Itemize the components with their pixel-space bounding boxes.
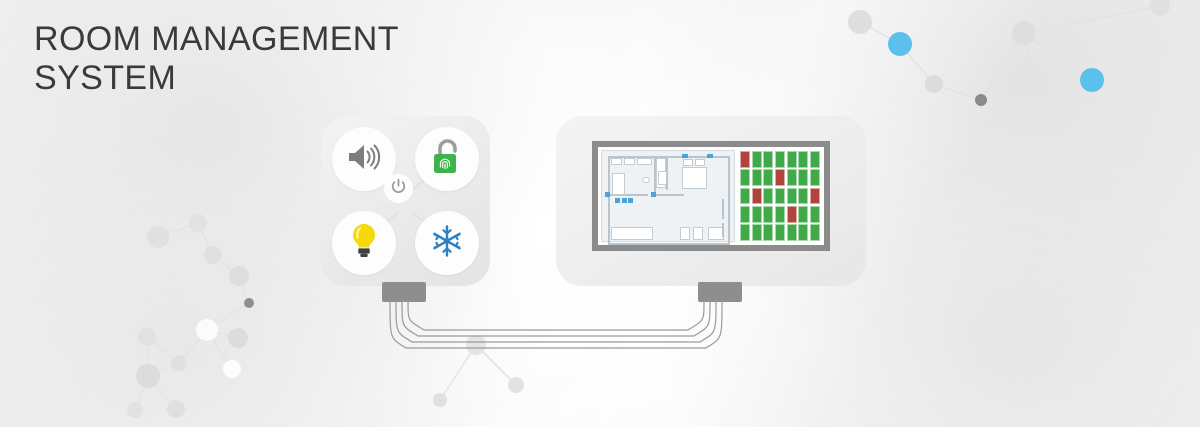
room-tile[interactable] [774,224,786,241]
monitor-bezel [592,141,830,251]
floor-plan[interactable] [601,150,735,245]
room-tile[interactable] [798,224,809,241]
room-tile[interactable] [763,205,774,223]
room-tile[interactable] [798,169,809,187]
control-button-climate[interactable] [415,211,479,275]
molecule-edge [1023,5,1161,34]
room-tile[interactable] [740,169,751,187]
room-tile[interactable] [786,205,797,223]
room-tile[interactable] [798,205,809,223]
molecule-node [975,94,987,106]
molecule-node [229,266,249,286]
control-button-lighting[interactable] [332,211,396,275]
molecule-node [433,393,447,407]
molecule-node [1012,21,1036,45]
room-tile[interactable] [740,187,751,205]
window-marker [615,198,620,203]
molecule-edge [1023,32,1093,81]
room-tile[interactable] [774,169,786,187]
window-marker [622,198,627,203]
molecule-node [167,400,185,418]
room-tile[interactable] [786,187,797,205]
molecule-node [171,355,187,371]
molecule-node [147,226,169,248]
room-tile[interactable] [763,187,774,205]
room-tile[interactable] [740,205,751,223]
fingerprint-lock-icon [431,138,463,181]
molecule-node [228,328,248,348]
molecule-node [196,319,218,341]
monitor-screen [598,147,824,245]
room-tile[interactable] [751,169,762,187]
room-tile[interactable] [809,151,820,168]
snowflake-icon [430,224,464,263]
room-tile[interactable] [774,187,786,205]
molecule-node [1080,68,1104,92]
room-tile[interactable] [740,224,751,241]
display-connector [698,282,742,302]
page-title: ROOM MANAGEMENT SYSTEM [34,20,399,97]
display-unit [556,116,866,286]
window-marker [682,154,688,158]
room-tile[interactable] [809,224,820,241]
control-panel [321,116,490,286]
molecule-node [204,246,222,264]
molecule-cluster-top-right [848,0,1170,106]
room-tile[interactable] [751,224,762,241]
molecule-node [138,328,156,346]
room-status-grid[interactable] [739,150,821,242]
room-tile[interactable] [751,205,762,223]
molecule-edge [980,32,1025,101]
room-tile[interactable] [798,187,809,205]
room-tile[interactable] [751,187,762,205]
molecule-node [223,360,241,378]
molecule-node [1023,71,1049,97]
room-tile[interactable] [809,205,820,223]
room-tile[interactable] [763,151,774,168]
room-tile[interactable] [786,169,797,187]
room-tile[interactable] [763,224,774,241]
room-tile[interactable] [786,224,797,241]
molecule-node [848,10,872,34]
molecule-node [466,335,486,355]
room-tile[interactable] [763,169,774,187]
room-tile[interactable] [774,205,786,223]
molecule-node [508,377,524,393]
molecule-node [888,32,912,56]
window-marker [628,198,633,203]
molecule-node [189,214,207,232]
molecule-edge [439,344,477,401]
room-tile[interactable] [809,187,820,205]
room-tile[interactable] [798,151,809,168]
room-tile[interactable] [809,169,820,187]
room-tile[interactable] [786,151,797,168]
power-button[interactable] [384,174,413,203]
molecule-node [127,402,143,418]
window-marker [605,192,610,197]
control-button-door-lock[interactable] [415,127,479,191]
molecule-node [925,75,943,93]
power-icon [390,178,407,200]
window-marker [707,154,713,158]
molecule-node [1150,0,1170,16]
molecule-cluster-left [127,214,524,418]
room-tile[interactable] [751,151,762,168]
molecule-node [244,298,254,308]
room-tile[interactable] [740,151,751,168]
room-tile[interactable] [774,151,786,168]
lightbulb-icon [349,222,379,265]
speaker-icon [346,142,382,177]
window-marker [651,192,656,197]
molecule-node [136,364,160,388]
panel-connector [382,282,426,302]
